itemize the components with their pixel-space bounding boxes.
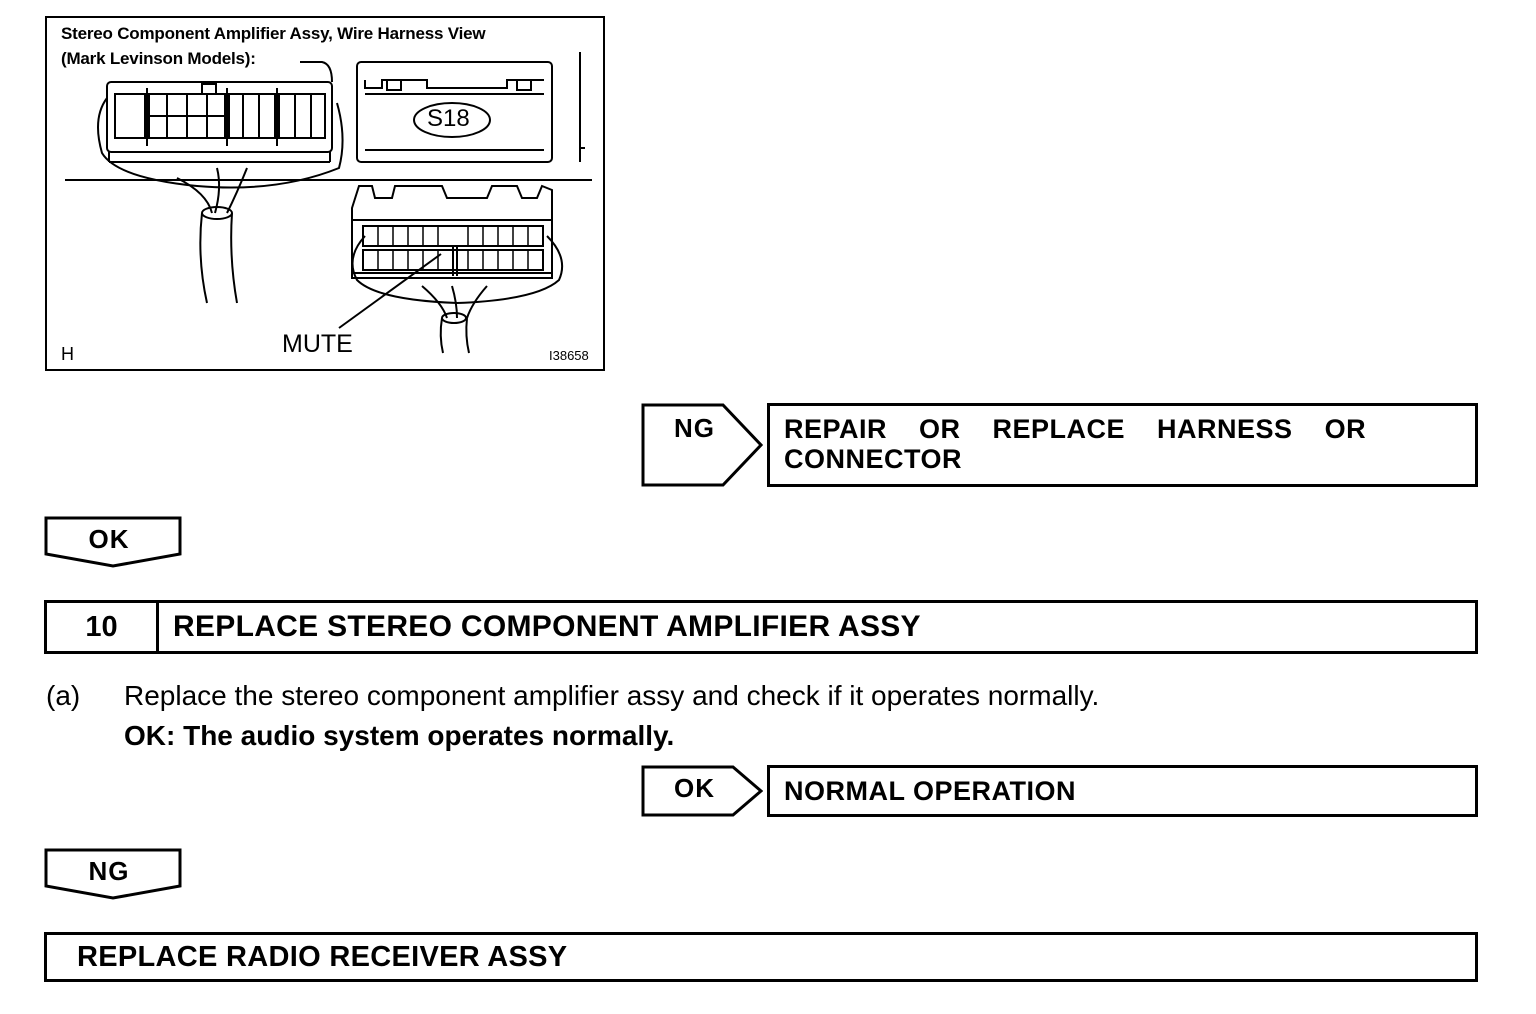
connector-id-label: S18: [427, 105, 470, 132]
ng-down-label: NG: [88, 856, 130, 886]
connector-diagram: [65, 52, 592, 354]
pin-label-mute: MUTE: [282, 330, 353, 358]
ok-result-tag: OK: [641, 765, 763, 817]
ng-action-line2: CONNECTOR: [784, 444, 963, 474]
ok-result-label: OK: [674, 773, 715, 803]
down-arrow-tag-icon: [44, 848, 182, 900]
ng-action-box: REPAIR OR REPLACE HARNESS OR CONNECTOR: [767, 403, 1478, 487]
connector-figure: Stereo Component Amplifier Assy, Wire Ha…: [45, 16, 605, 371]
step-title: REPLACE STEREO COMPONENT AMPLIFIER ASSY: [173, 610, 921, 643]
final-action-box: REPLACE RADIO RECEIVER ASSY: [44, 932, 1478, 982]
ok-condition: OK: The audio system operates normally.: [124, 720, 675, 751]
figure-caption-line2: (Mark Levinson Models):: [61, 49, 256, 68]
figure-caption-line1: Stereo Component Amplifier Assy, Wire Ha…: [61, 24, 486, 43]
ok-action-box: NORMAL OPERATION: [767, 765, 1478, 817]
ng-result-tag: NG: [641, 403, 763, 487]
ok-down-tag: OK: [44, 516, 182, 568]
item-marker: (a): [46, 680, 81, 711]
figure-corner-label: H: [61, 344, 74, 364]
step-header: 10 REPLACE STEREO COMPONENT AMPLIFIER AS…: [44, 600, 1478, 654]
down-arrow-tag-icon: [44, 516, 182, 568]
ng-tag-label: NG: [674, 413, 715, 443]
right-arrow-tag-icon: [641, 403, 763, 487]
final-action-text: REPLACE RADIO RECEIVER ASSY: [77, 941, 568, 973]
ng-down-tag: NG: [44, 848, 182, 900]
figure-id-label: I38658: [549, 348, 589, 363]
ng-action-line1: REPAIR OR REPLACE HARNESS OR: [784, 414, 1367, 444]
step-number: 10: [47, 603, 159, 651]
ok-action-text: NORMAL OPERATION: [784, 776, 1077, 806]
right-arrow-tag-icon: [641, 765, 763, 817]
step-instruction: Replace the stereo component amplifier a…: [124, 680, 1100, 711]
ok-tag-label: OK: [88, 524, 130, 554]
